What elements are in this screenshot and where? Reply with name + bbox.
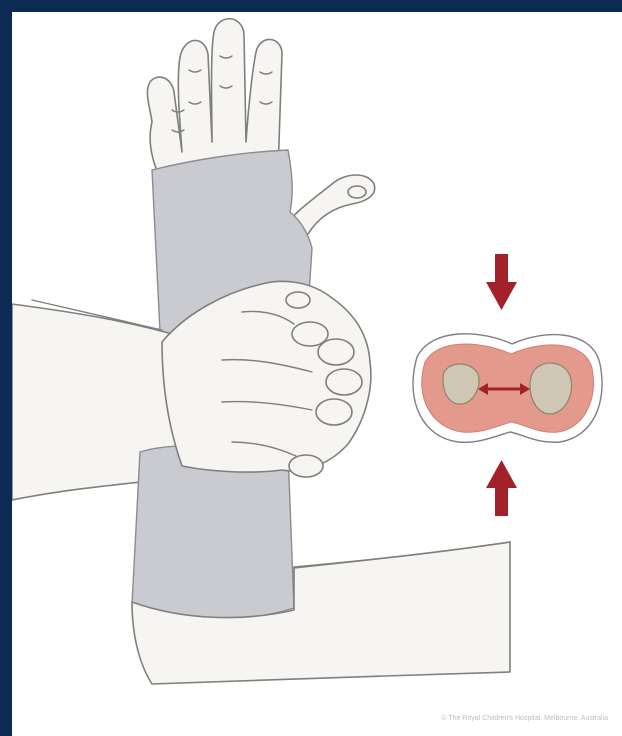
compression-arrow-up <box>486 460 517 516</box>
compression-arrow-down <box>486 254 517 310</box>
forearm-cross-section <box>413 334 602 443</box>
illustration-frame: .skin { fill: #f7f5f1; stroke: #7f7f7f; … <box>12 12 622 736</box>
cast-compression-illustration: .skin { fill: #f7f5f1; stroke: #7f7f7f; … <box>12 12 622 736</box>
copyright-credit: © The Royal Children's Hospital, Melbour… <box>441 715 608 722</box>
